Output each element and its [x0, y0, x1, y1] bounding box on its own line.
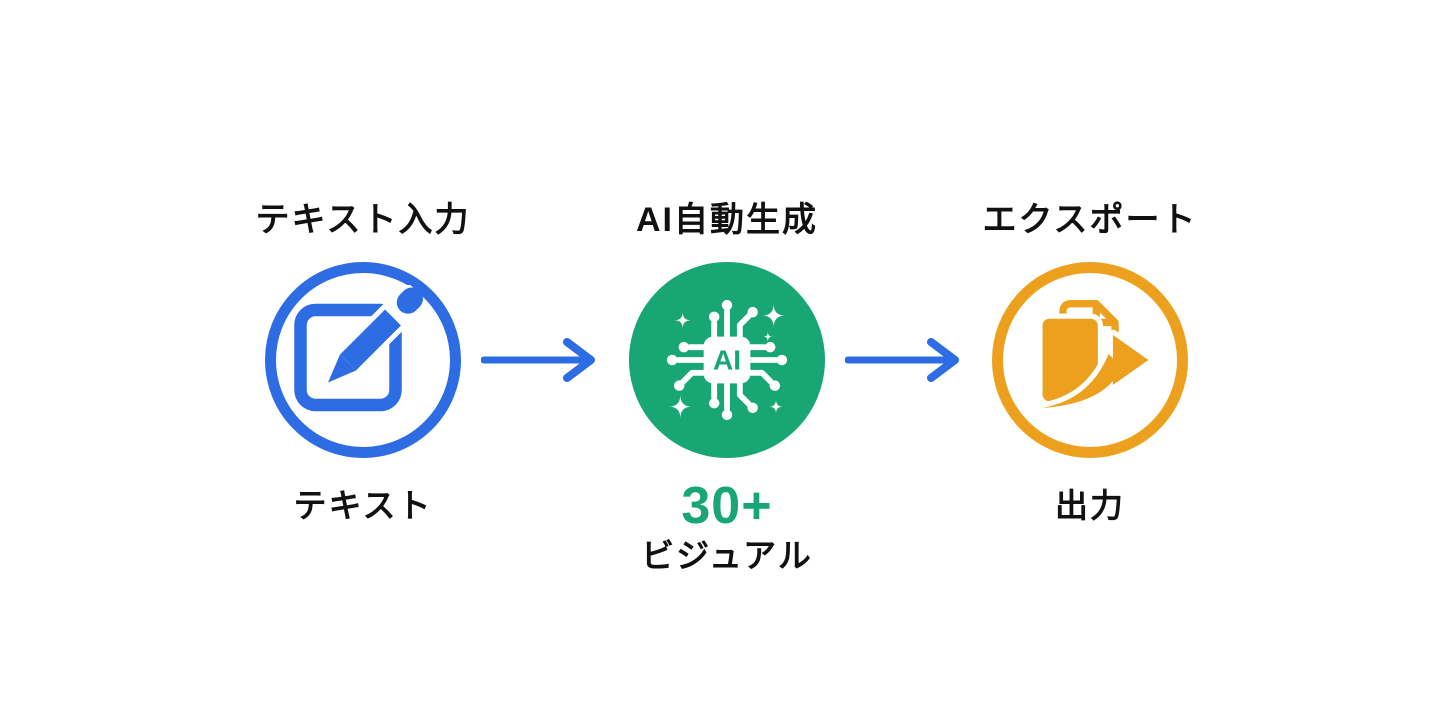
step-title: AI自動生成	[636, 201, 818, 239]
arrow-head	[927, 338, 959, 382]
step-caption: テキスト	[293, 487, 433, 524]
visual-count: 30+	[681, 477, 773, 535]
step-text-input: テキスト入力 テキスト	[213, 198, 513, 526]
step-export: エクスポート 出力	[940, 198, 1240, 526]
chip-trace-dots	[666, 299, 788, 421]
chip-label: AI	[713, 344, 741, 375]
ai-circle: AI	[629, 262, 825, 458]
arrow-head	[563, 338, 595, 382]
flow-arrow-icon	[845, 338, 977, 382]
chip-body	[703, 336, 751, 384]
step-caption: 出力	[1055, 487, 1125, 524]
export-document-icon	[1036, 300, 1154, 414]
step-title: エクスポート	[982, 201, 1198, 239]
pencil-eraser	[396, 287, 423, 314]
text-input-circle	[265, 262, 461, 458]
ai-chip-icon: AI	[666, 299, 788, 421]
export-circle	[992, 262, 1188, 458]
pencil-tip	[328, 354, 356, 383]
edit-pencil-icon	[294, 285, 430, 412]
flow-arrow-icon	[481, 338, 613, 382]
chip-traces	[675, 308, 779, 412]
step-caption: ビジュアル	[641, 537, 813, 574]
step-title: テキスト入力	[255, 201, 471, 239]
pencil-body	[340, 309, 401, 371]
arrow-head	[1112, 334, 1149, 386]
edit-square	[294, 303, 402, 412]
pencil	[326, 285, 430, 384]
sparkle-icons	[668, 304, 786, 419]
export-arrow	[1036, 329, 1154, 414]
step-ai-generate: AI自動生成	[577, 198, 877, 576]
